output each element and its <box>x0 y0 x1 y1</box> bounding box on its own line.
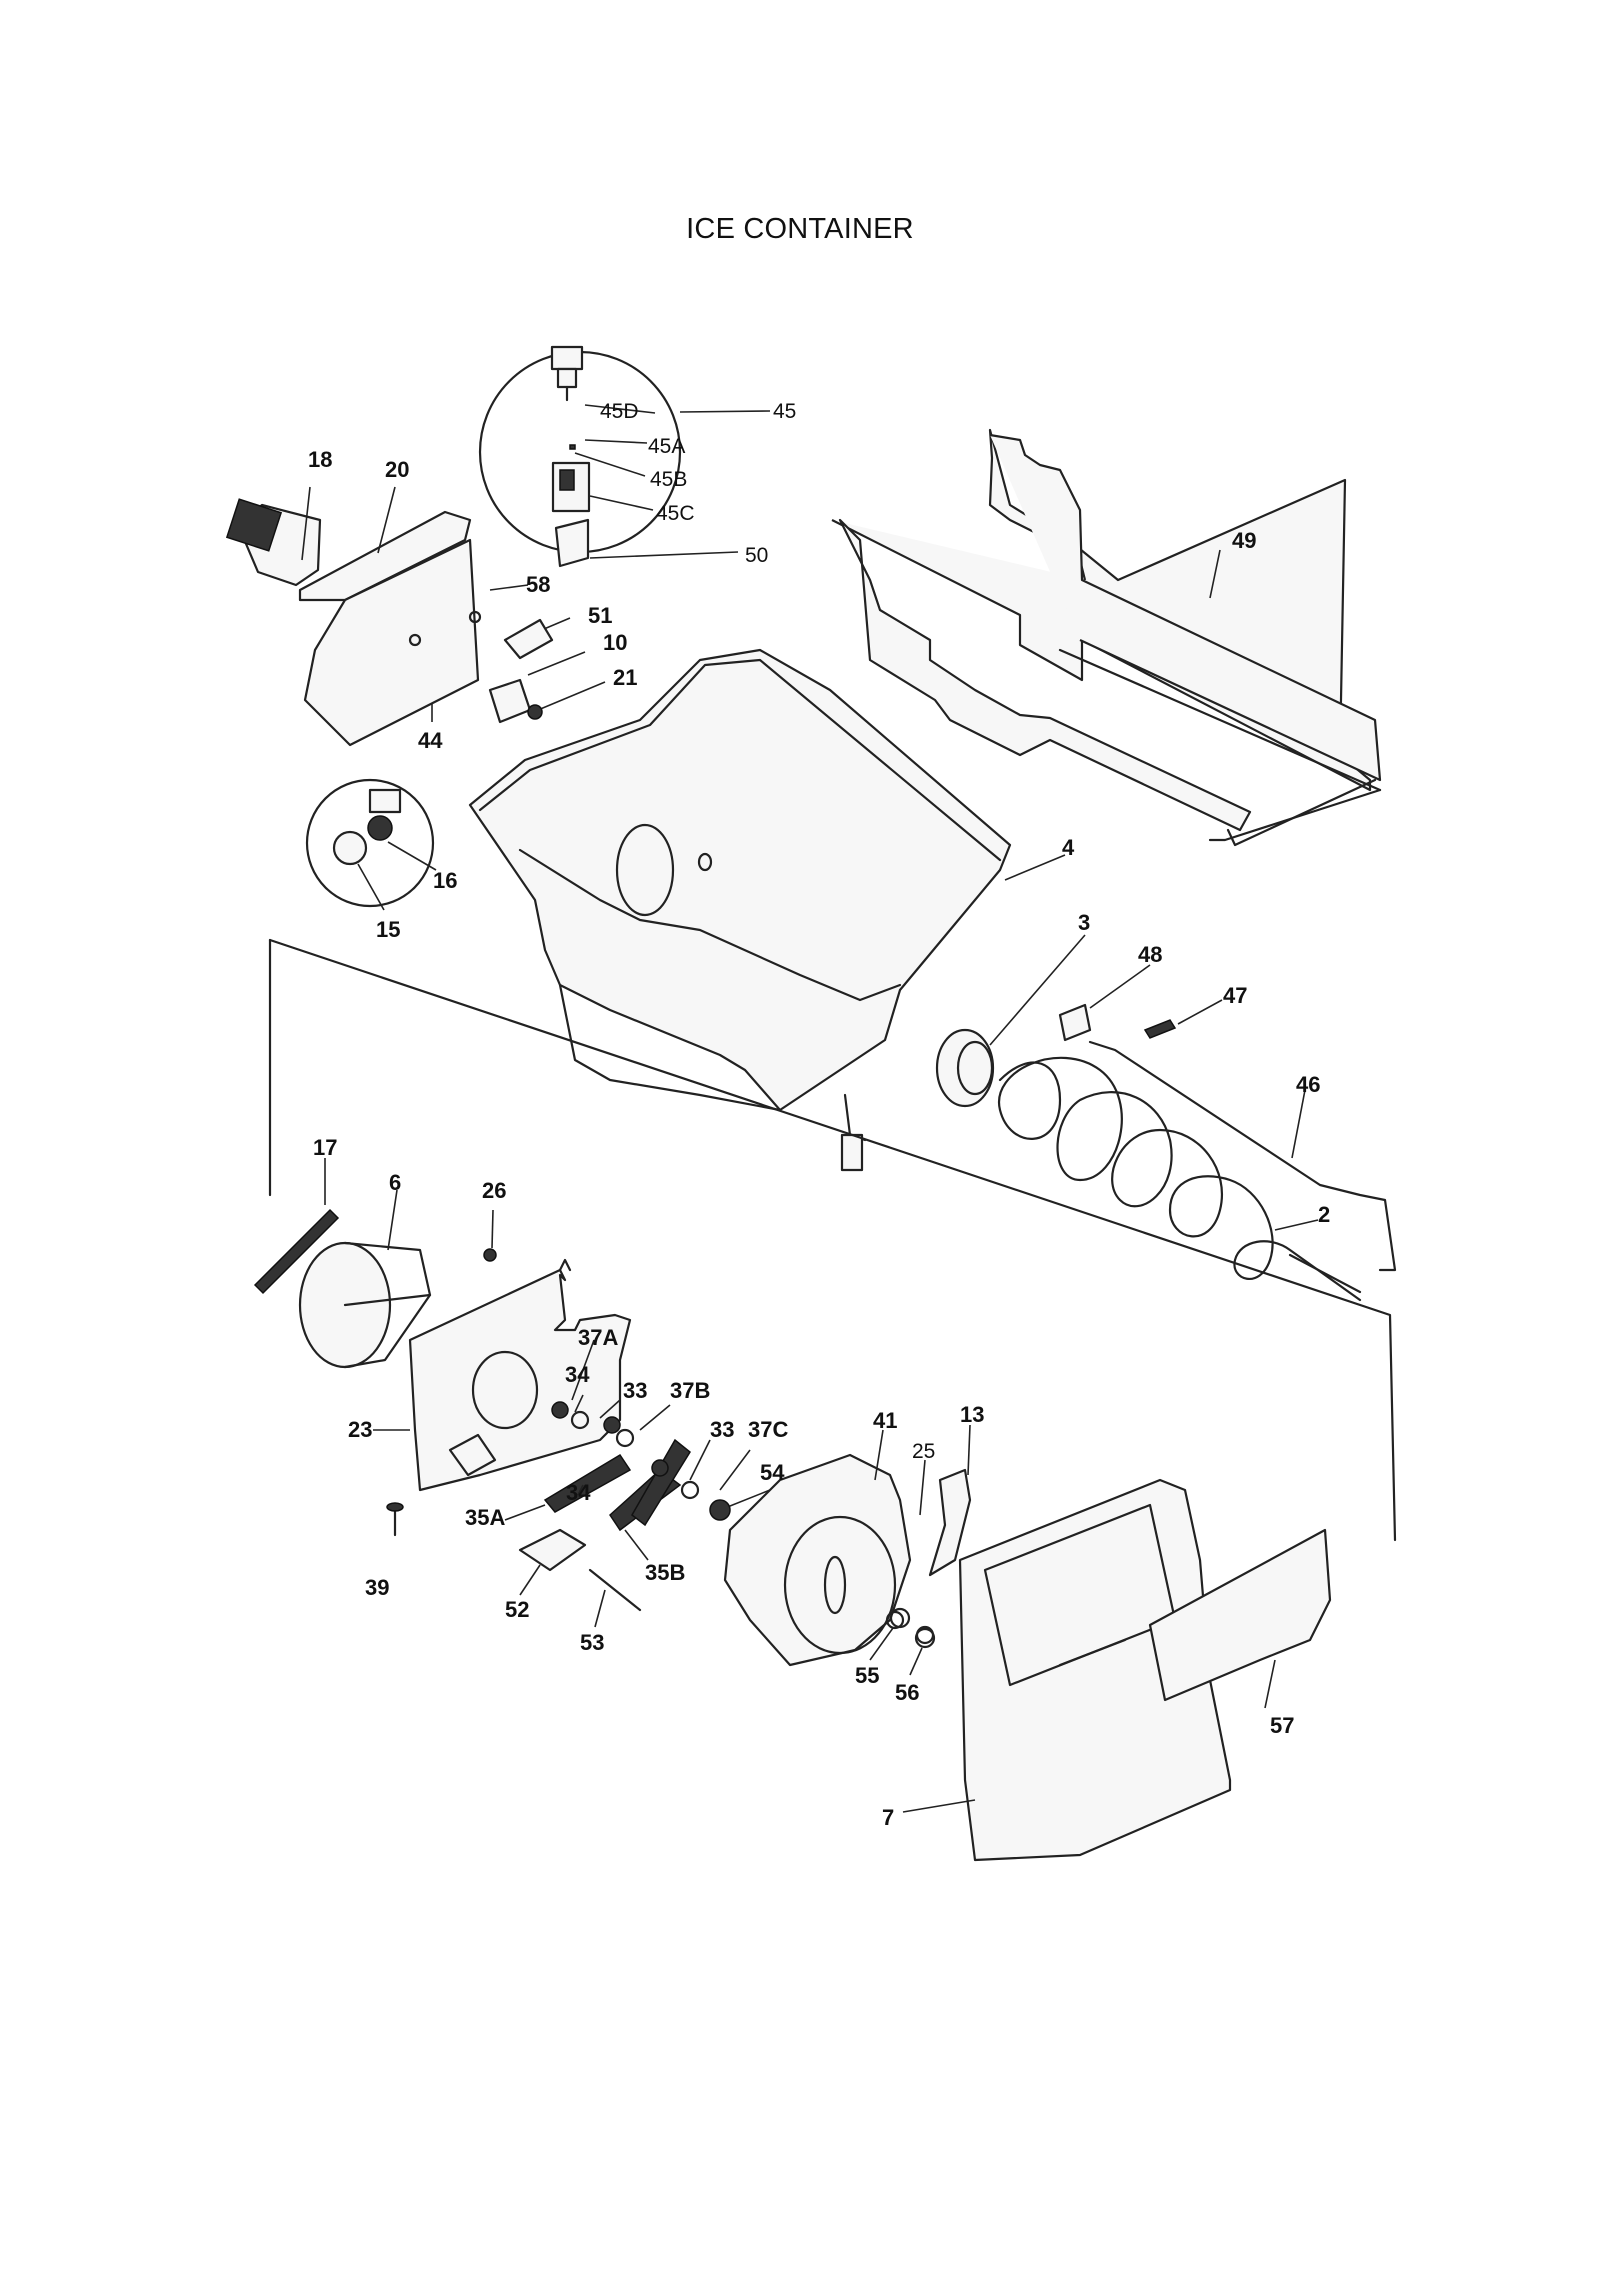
dispenser-linkage <box>1058 964 1397 1272</box>
callout-52: 52 <box>505 1597 529 1622</box>
callout-33-lower: 33 <box>710 1417 734 1442</box>
callout-18: 18 <box>308 447 332 472</box>
callout-51: 51 <box>588 603 612 628</box>
dispenser-flap <box>928 1424 972 1577</box>
callout-37A: 37A <box>578 1325 618 1350</box>
callout-46: 46 <box>1296 1072 1320 1097</box>
callout-4: 4 <box>1062 835 1075 860</box>
mounting-plate <box>373 1209 632 1492</box>
control-housing <box>225 486 606 747</box>
callout-49: 49 <box>1232 528 1256 553</box>
callout-45D: 45D <box>600 400 639 423</box>
callout-20: 20 <box>385 457 409 482</box>
callout-50: 50 <box>745 544 768 567</box>
assembly-outline <box>268 938 1397 1542</box>
callout-21: 21 <box>613 665 637 690</box>
callout-15: 15 <box>376 917 400 942</box>
callout-47: 47 <box>1223 983 1247 1008</box>
callout-57: 57 <box>1270 1713 1294 1738</box>
page-title: ICE CONTAINER <box>686 213 914 245</box>
callout-2: 2 <box>1318 1202 1330 1227</box>
gear-train <box>504 1339 771 1561</box>
callout-53: 53 <box>580 1630 604 1655</box>
rear-panel <box>831 428 1382 847</box>
ice-crusher-group <box>253 1158 432 1369</box>
callout-25: 25 <box>912 1440 935 1463</box>
callout-6: 6 <box>389 1170 401 1195</box>
callout-35A: 35A <box>465 1505 505 1530</box>
auger-assembly <box>935 934 1362 1302</box>
callout-58: 58 <box>526 572 550 597</box>
light-socket-detail <box>305 778 437 911</box>
callout-34-lower: 34 <box>566 1480 591 1505</box>
callout-44: 44 <box>418 728 443 753</box>
callout-labels: 45 45D 45A 45B 45C 50 18 20 49 58 51 10 … <box>308 400 1330 1830</box>
callout-48: 48 <box>1138 942 1162 967</box>
callout-13: 13 <box>960 1402 984 1427</box>
dispenser-door <box>869 1478 1332 1862</box>
callout-45: 45 <box>773 400 796 423</box>
callout-16: 16 <box>433 868 457 893</box>
auger-motor <box>723 1429 935 1667</box>
callout-37B: 37B <box>670 1378 710 1403</box>
callout-41: 41 <box>873 1408 897 1433</box>
fasteners <box>386 1502 642 1628</box>
callout-37C: 37C <box>748 1417 788 1442</box>
callout-55: 55 <box>855 1663 879 1688</box>
switch-assembly-detail <box>478 345 771 568</box>
callout-34-upper: 34 <box>565 1362 590 1387</box>
callout-7: 7 <box>882 1805 894 1830</box>
callout-3: 3 <box>1078 910 1090 935</box>
callout-56: 56 <box>895 1680 919 1705</box>
callout-10: 10 <box>603 630 627 655</box>
ice-bin <box>468 648 1066 1172</box>
callout-17: 17 <box>313 1135 337 1160</box>
callout-35B: 35B <box>645 1560 685 1585</box>
callout-45A: 45A <box>648 435 685 458</box>
callout-45B: 45B <box>650 468 687 491</box>
callout-23: 23 <box>348 1417 372 1442</box>
callout-45C: 45C <box>656 502 695 525</box>
callout-54: 54 <box>760 1460 785 1485</box>
callout-26: 26 <box>482 1178 506 1203</box>
callout-33-upper: 33 <box>623 1378 647 1403</box>
callout-39: 39 <box>365 1575 389 1600</box>
